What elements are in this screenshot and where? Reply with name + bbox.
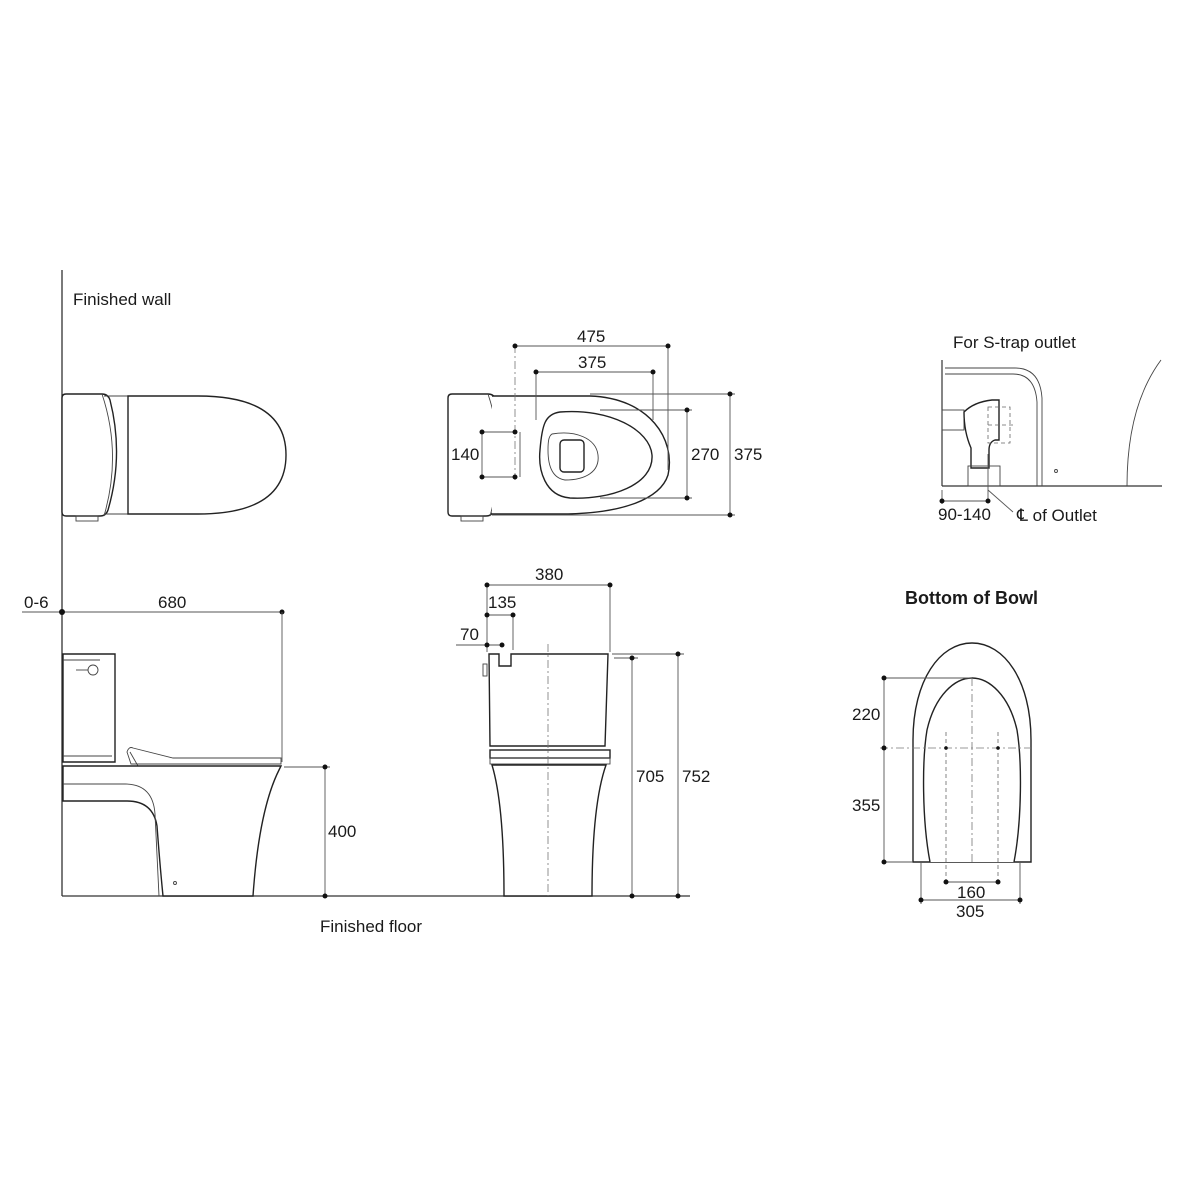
outlet-centerline-label: ℄ of Outlet — [1016, 506, 1097, 525]
side-view: 0-6 680 400 — [22, 593, 356, 899]
s-trap-title: For S-trap outlet — [953, 333, 1076, 352]
dim-top-475: 475 — [577, 327, 605, 346]
dim-bowl-305: 305 — [956, 902, 984, 921]
dim-bowl-220: 220 — [852, 705, 880, 724]
finished-wall-label: Finished wall — [73, 290, 171, 309]
bottom-of-bowl-title: Bottom of Bowl — [905, 588, 1038, 608]
dim-front-70: 70 — [460, 625, 479, 644]
dim-top-375-length: 375 — [578, 353, 606, 372]
dim-front-705: 705 — [636, 767, 664, 786]
dim-top-270: 270 — [691, 445, 719, 464]
dim-side-0-6: 0-6 — [24, 593, 49, 612]
dim-top-140: 140 — [451, 445, 479, 464]
dim-bowl-355: 355 — [852, 796, 880, 815]
top-view-dimensioned: 475 375 140 270 375 — [447, 327, 762, 522]
dim-top-375-width: 375 — [734, 445, 762, 464]
top-view-left — [61, 393, 287, 522]
bottom-of-bowl: Bottom of Bowl 220 355 160 305 — [852, 588, 1038, 921]
s-trap-detail: For S-trap outlet 90-140 ℄ of Outlet — [938, 333, 1162, 525]
dim-strap-90-140: 90-140 — [938, 505, 991, 524]
dim-side-400: 400 — [328, 822, 356, 841]
finished-floor-label: Finished floor — [320, 917, 422, 936]
dim-front-135: 135 — [488, 593, 516, 612]
dim-front-380: 380 — [535, 565, 563, 584]
front-view: 380 135 70 705 752 — [456, 565, 710, 899]
dim-front-752: 752 — [682, 767, 710, 786]
dim-bowl-160: 160 — [957, 883, 985, 902]
dim-side-680: 680 — [158, 593, 186, 612]
